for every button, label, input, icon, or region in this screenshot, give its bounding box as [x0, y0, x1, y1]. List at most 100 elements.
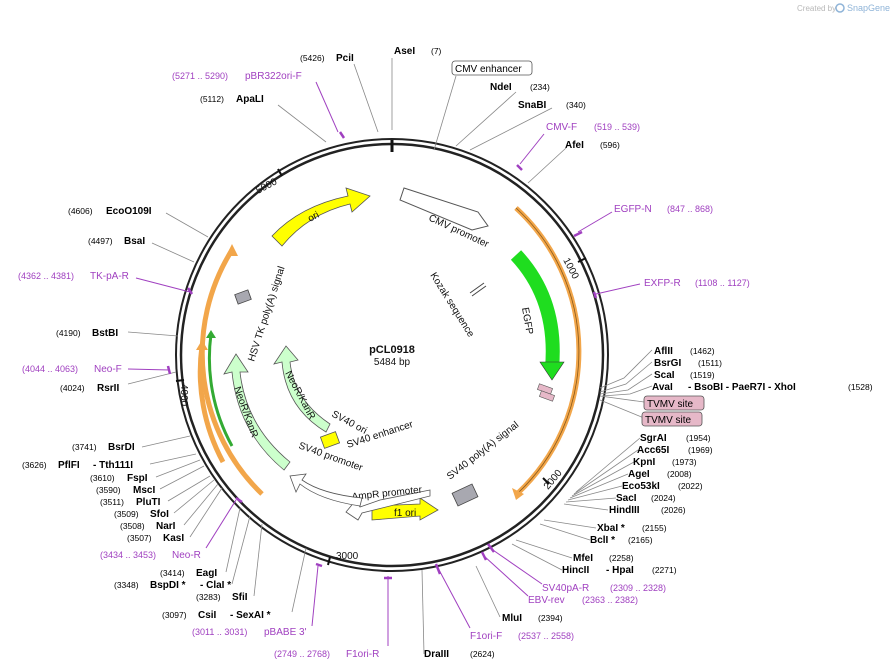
snapgene-brand: SnapGene — [847, 3, 890, 13]
tvmv-site-label-2: TVMV site — [645, 415, 692, 426]
leader-msci — [159, 465, 205, 490]
primer-f1orir-pos: (2749 .. 2768) — [274, 649, 330, 659]
plasmid-size: 5484 bp — [374, 357, 411, 368]
plasmid-name: pCL0918 — [369, 344, 415, 356]
ori-arrow — [271, 187, 371, 247]
leader-neof — [127, 368, 171, 371]
orange-feature-right-outline — [515, 207, 580, 494]
site-bsai-pos: (4497) — [88, 236, 113, 246]
site-eagi: EagI — [196, 568, 217, 579]
site-avai: AvaI — [652, 382, 673, 393]
snapgene-logo-icon — [835, 3, 845, 13]
egfp-label: EGFP — [519, 307, 535, 336]
site-kpni-pos: (1973) — [672, 457, 697, 467]
tick-2000 — [542, 477, 550, 485]
site-xbai-pos: (2155) — [642, 523, 667, 533]
green-feature-inner-left — [207, 333, 234, 447]
hsv-tk-box — [234, 289, 252, 305]
site-draiii-pos: (2624) — [470, 649, 495, 659]
site-mlui: MluI — [502, 613, 522, 624]
primer-cmvf: CMV-F — [546, 122, 577, 133]
leader-xbai — [543, 519, 597, 529]
primer-neof: Neo-F — [94, 364, 122, 375]
site-eagi-pos: (3414) — [160, 568, 185, 578]
leader-pbabe — [311, 565, 319, 627]
leader-bsai — [151, 242, 195, 263]
primer-mark-pbabe — [315, 562, 323, 568]
f1-ori-label: f1 ori — [394, 508, 416, 519]
leader-bsrdi — [141, 435, 191, 448]
primer-neor: Neo-R — [172, 550, 201, 561]
site-afei: AfeI — [565, 140, 584, 151]
primer-mark-pbr322 — [338, 131, 346, 139]
sv40-promoter-arrow — [289, 473, 363, 507]
site-hindiii: HindIII — [609, 505, 640, 516]
tick-label-4000: 4000 — [178, 384, 189, 407]
site-agei-pos: (2008) — [667, 469, 692, 479]
primer-sv40par: SV40pA-R — [542, 583, 589, 594]
primer-pbr322-pos: (5271 .. 5290) — [172, 71, 228, 81]
orange-arrowhead-inner-left — [196, 340, 208, 350]
leader-bcli — [539, 523, 591, 541]
leader-pluti — [167, 475, 211, 502]
primer-pbr322: pBR322ori-F — [245, 71, 302, 82]
primer-cmvf-pos: (519 .. 539) — [594, 122, 640, 132]
site-snabi: SnaBI — [518, 100, 547, 111]
site-rsrii-pos: (4024) — [60, 383, 85, 393]
site-acc65i-pos: (1969) — [688, 445, 713, 455]
leader-kasi — [189, 487, 223, 538]
site-asei: AseI — [394, 46, 415, 57]
site-bstbi-pos: (4190) — [56, 328, 81, 338]
primer-mark-sv40par — [487, 543, 495, 553]
site-sgrai-pos: (1954) — [686, 433, 711, 443]
site-aflii-pos: (1462) — [690, 346, 715, 356]
site-eco53ki-pos: (2022) — [678, 481, 703, 491]
site-hincii: HincII — [562, 565, 589, 576]
site-mlui-pos: (2394) — [538, 613, 563, 623]
egfp-arrow-body — [510, 250, 560, 369]
primer-neor-pos: (3434 .. 3453) — [100, 550, 156, 560]
primer-sv40par-pos: (2309 .. 2328) — [610, 583, 666, 593]
tick-1000 — [577, 257, 587, 263]
site-avai-pos: (1528) — [848, 382, 873, 392]
green-arrowhead-inner-left — [206, 330, 216, 338]
site-sgrai: SgrAI — [640, 433, 667, 444]
primer-mark-f1orif — [434, 563, 442, 575]
tick-4000 — [175, 379, 185, 382]
tvmv-site-mark-2 — [539, 390, 555, 402]
leader-snabi — [469, 107, 553, 151]
leader-tkpar — [135, 277, 191, 293]
site-bcli-pos: (2165) — [628, 535, 653, 545]
primer-ebvrev: EBV-rev — [528, 595, 565, 606]
kozak-mark — [469, 282, 485, 294]
ori-label: ori — [306, 210, 321, 225]
site-sfoi-pos: (3509) — [114, 509, 139, 519]
primer-pbabe-pos: (3011 .. 3031) — [192, 627, 247, 637]
site-sfii: SfiI — [232, 592, 248, 603]
site-saci: SacI — [616, 493, 637, 504]
leader-mlui — [475, 565, 501, 618]
hsv-tk-label: HSV TK poly(A) signal — [246, 265, 287, 363]
orange-arrowhead-right — [512, 488, 524, 500]
site-kasi-pos: (3507) — [127, 533, 152, 543]
site-asei-pos: (7) — [431, 46, 442, 56]
leader-agei — [569, 473, 629, 499]
primer-leader-lines — [127, 81, 641, 646]
site-bcli: BclI * — [590, 535, 615, 546]
leader-cmvf — [519, 133, 545, 165]
site-scai: ScaI — [654, 370, 675, 381]
leader-cmv-enh — [433, 75, 457, 151]
leader-rsrii — [127, 371, 177, 385]
leader-afei — [527, 147, 567, 184]
site-avai-isoschizomers: - BsoBI - PaeR7I - XhoI — [688, 382, 796, 393]
tick-marks — [175, 168, 587, 566]
leader-sfoi — [173, 479, 215, 514]
cmv-enhancer-box — [451, 60, 533, 76]
site-acc65i: Acc65I — [637, 445, 669, 456]
orange-feature-inner-left — [197, 345, 226, 464]
site-scai-pos: (1519) — [690, 370, 715, 380]
leader-draiii — [421, 569, 425, 655]
site-apali: ApaLI — [236, 94, 264, 105]
tvmv-site-label-1: TVMV site — [647, 399, 694, 410]
